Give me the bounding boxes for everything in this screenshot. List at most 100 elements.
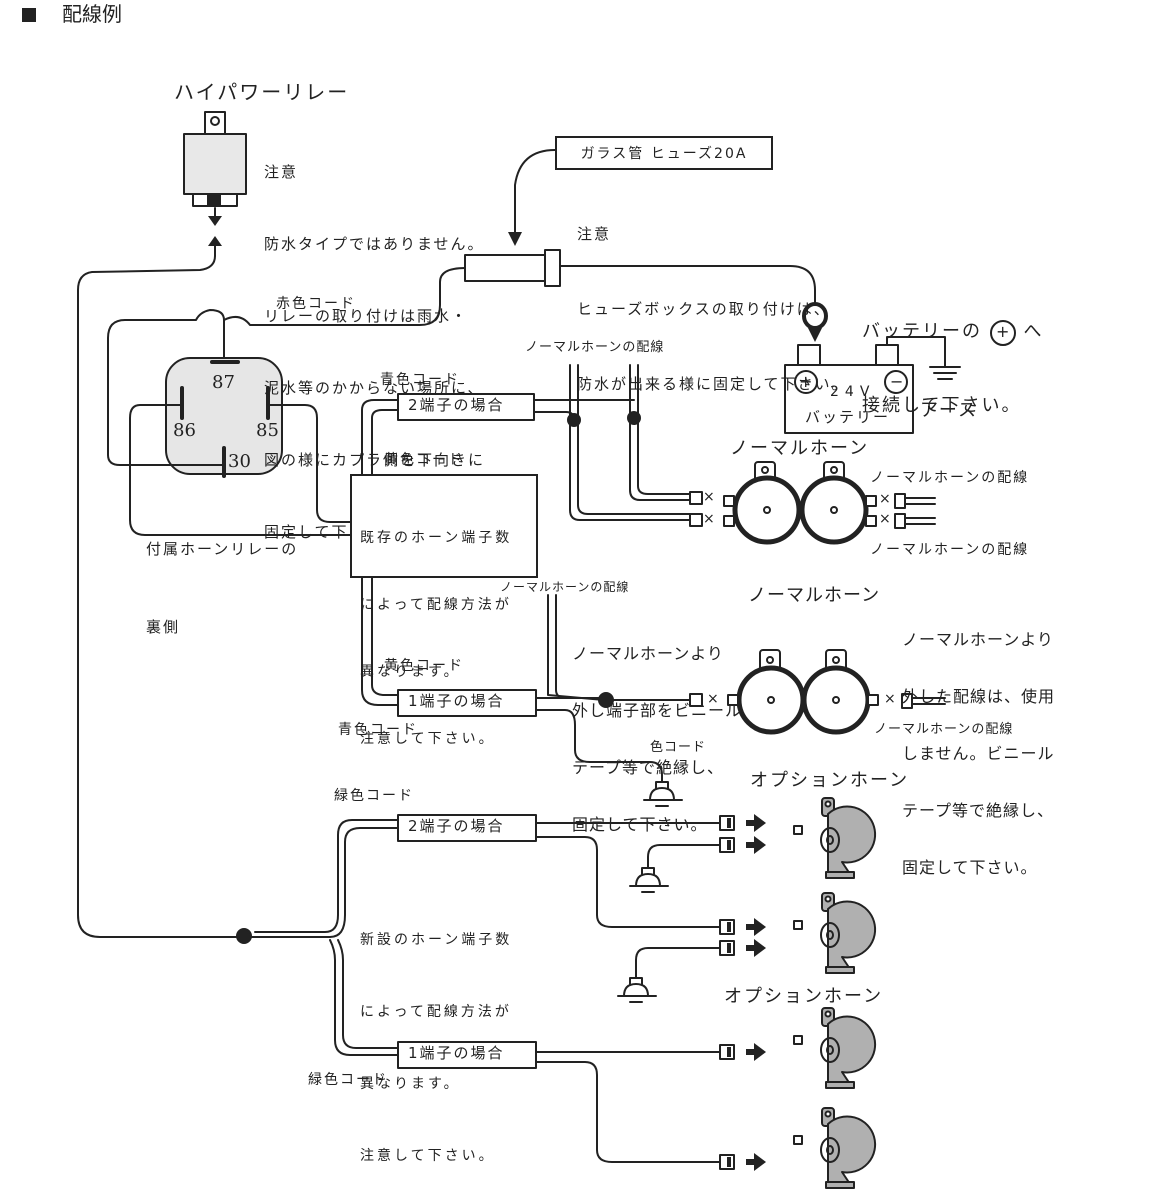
note-line: 注意して下さい。 bbox=[360, 1148, 496, 1164]
note-line: によって配線方法が bbox=[360, 596, 512, 613]
disconnect-mark: × bbox=[879, 511, 891, 527]
disconnect-mark: × bbox=[884, 691, 896, 707]
arrow-right-icon bbox=[746, 939, 766, 957]
one-terminal-connector: 1端子の場合 bbox=[408, 1044, 505, 1062]
battery-voltage: 24V bbox=[830, 384, 876, 400]
terminal-30: 30 bbox=[228, 451, 251, 472]
blue-wire-label: 青色コード bbox=[380, 372, 460, 388]
note-line: 異なります。 bbox=[360, 664, 461, 681]
normal-horn-icon bbox=[723, 461, 802, 545]
disconnect-mark: × bbox=[707, 691, 719, 707]
fuse-note: 注意 ヒューズボックスの取り付けは、 防水が出来る様に固定して下さい。 bbox=[577, 172, 849, 422]
high-power-relay-icon bbox=[183, 111, 247, 207]
caption-line: 付属ホーンリレーの bbox=[146, 540, 299, 558]
note-line: リレーの取り付けは雨水・ bbox=[264, 307, 469, 325]
green-wire-label: 緑色コード bbox=[308, 1072, 388, 1088]
arrow-right-icon bbox=[746, 836, 766, 854]
note-text: バッテリーの bbox=[862, 321, 982, 342]
normal-horn-icon bbox=[801, 649, 879, 735]
note-line: 防水タイプではありません。 bbox=[264, 235, 485, 253]
normal-horn-wiring-label: ノーマルホーンの配線 bbox=[500, 580, 630, 594]
normal-horn-title: ノーマルホーン bbox=[730, 438, 870, 459]
horn-relay-caption: 付属ホーンリレーの 裏側 bbox=[146, 484, 298, 666]
plug-connector-icon bbox=[719, 1044, 735, 1060]
plug-connector-icon bbox=[719, 815, 735, 831]
note-line: 注意して下さい。 bbox=[360, 731, 496, 748]
terminal-87: 87 bbox=[212, 372, 235, 393]
yellow-wire-label: 黄色コード bbox=[384, 658, 464, 674]
ground-terminal-icon bbox=[617, 977, 657, 1003]
normal-horn-wiring-label: ノーマルホーンの配線 bbox=[870, 542, 1030, 558]
option-horn-title: オプションホーン bbox=[750, 770, 910, 791]
disconnect-mark: × bbox=[879, 491, 891, 507]
note-heading: 注意 bbox=[577, 225, 612, 243]
header-bullet-icon bbox=[22, 8, 36, 22]
note-line: ノーマルホーンより bbox=[902, 630, 1054, 649]
option-horn-icon bbox=[793, 1007, 877, 1089]
battery-label: バッテリー bbox=[805, 408, 891, 426]
note-text: へ bbox=[1023, 321, 1044, 342]
ground-label: アース bbox=[920, 400, 979, 421]
ground-wire-label: 色コード bbox=[650, 740, 707, 755]
arrow-right-icon bbox=[746, 1153, 766, 1171]
normal-horn-wiring-label: ノーマルホーンの配線 bbox=[874, 722, 1014, 737]
fuse-label: ガラス管 ヒューズ20A bbox=[555, 136, 773, 170]
note-line: 固定して下さい。 bbox=[902, 858, 1038, 877]
note-line: 外し端子部をビニール bbox=[572, 701, 743, 720]
note-line: ノーマルホーンより bbox=[572, 644, 724, 663]
note-line: 防水が出来る様に固定して下さい。 bbox=[577, 375, 849, 393]
arrow-right-icon bbox=[746, 918, 766, 936]
new-horn-note: 新設のホーン端子数 によって配線方法が 異なります。 注意して下さい。 bbox=[360, 880, 512, 1192]
battery-minus-icon: − bbox=[890, 372, 904, 391]
yellow-wire-label: 黄色コード bbox=[384, 452, 464, 468]
plug-connector-icon bbox=[719, 837, 735, 853]
note-heading: 注意 bbox=[264, 163, 299, 181]
option-horn-title: オプションホーン bbox=[724, 986, 884, 1007]
insulate-note-right: ノーマルホーンより 外した配線は、使用 しません。ビニール テープ等で絶縁し、 … bbox=[902, 592, 1055, 896]
plug-connector-icon bbox=[719, 919, 735, 935]
two-terminal-connector: 2端子の場合 bbox=[408, 817, 505, 835]
terminal-85: 85 bbox=[256, 420, 279, 441]
note-line: テープ等で絶縁し、 bbox=[902, 801, 1055, 820]
disconnect-mark: × bbox=[703, 511, 715, 527]
plus-icon: + bbox=[989, 320, 1016, 346]
battery-connect-line1: バッテリーの + へ bbox=[862, 320, 1043, 346]
ground-terminal-icon bbox=[643, 781, 683, 807]
disconnect-mark: × bbox=[703, 489, 715, 505]
battery-connect-note: バッテリーの + へ 接続して下さい。 bbox=[862, 272, 1043, 442]
note-line: 既存のホーン端子数 bbox=[360, 529, 513, 546]
plug-connector-icon bbox=[719, 1154, 735, 1170]
battery-plus-icon: + bbox=[799, 372, 813, 391]
note-line: によって配線方法が bbox=[360, 1004, 512, 1020]
note-line: 泥水等のかからない場所に、 bbox=[264, 379, 485, 397]
two-terminal-connector: 2端子の場合 bbox=[408, 396, 505, 414]
option-horn-icon bbox=[793, 797, 877, 879]
high-power-relay-title: ハイパワーリレー bbox=[174, 80, 350, 104]
ground-terminal-icon bbox=[629, 867, 669, 893]
note-line: ヒューズボックスの取り付けは、 bbox=[577, 300, 831, 318]
option-horn-icon bbox=[793, 892, 877, 974]
one-terminal-connector: 1端子の場合 bbox=[408, 692, 505, 710]
arrow-right-icon bbox=[746, 1043, 766, 1061]
green-wire-label: 緑色コード bbox=[334, 788, 414, 804]
terminal-86: 86 bbox=[173, 420, 196, 441]
normal-horn-wiring-label: ノーマルホーンの配線 bbox=[525, 340, 665, 355]
insulate-note-left: ノーマルホーンより 外し端子部をビニール テープ等で絶縁し、 固定して下さい。 bbox=[572, 606, 742, 853]
note-line: 新設のホーン端子数 bbox=[360, 932, 513, 948]
note-line: 異なります。 bbox=[360, 1076, 461, 1092]
page-title: 配線例 bbox=[62, 2, 122, 26]
existing-horn-note: 既存のホーン端子数 によって配線方法が 異なります。 注意して下さい。 bbox=[350, 474, 538, 747]
red-wire-label: 赤色コード bbox=[276, 296, 356, 312]
battery-connect-line2: 接続して下さい。 bbox=[862, 395, 1022, 416]
normal-horn-icon bbox=[727, 649, 806, 735]
plug-connector-icon bbox=[719, 940, 735, 956]
note-line: 図の様にカプラ側を下向きに bbox=[264, 451, 486, 469]
option-horn-icon bbox=[793, 1107, 877, 1189]
normal-horn-title: ノーマルホーン bbox=[748, 585, 881, 606]
caption-line: 裏側 bbox=[146, 618, 181, 636]
normal-horn-wiring-label: ノーマルホーンの配線 bbox=[870, 470, 1030, 486]
note-line: テープ等で絶縁し、 bbox=[572, 758, 725, 777]
note-line: しません。ビニール bbox=[902, 744, 1055, 763]
normal-horn-icon bbox=[799, 461, 877, 545]
